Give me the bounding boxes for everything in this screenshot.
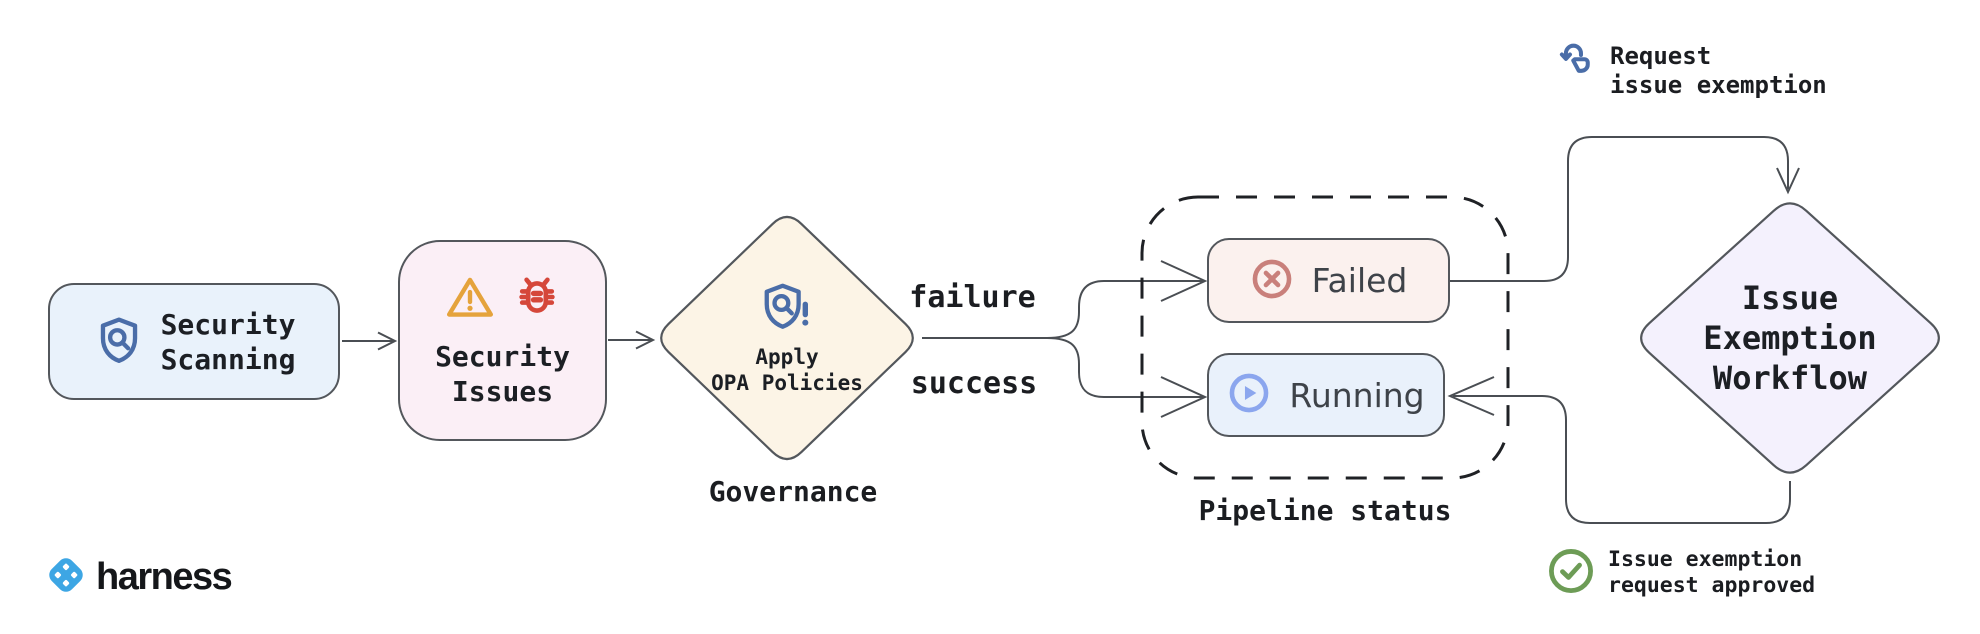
node-failed: Failed [1207, 238, 1450, 323]
node-security-scanning: Security Scanning [48, 283, 340, 400]
node-apply-opa: Apply OPA Policies [667, 238, 907, 438]
bug-icon [513, 273, 561, 325]
node-issue-exemption-workflow: Issue Exemption Workflow [1655, 255, 1925, 421]
arrowhead-scanning-to-issues [377, 331, 398, 351]
pipeline-status-caption: Pipeline status [1198, 494, 1452, 527]
node-exemption-workflow-diamond [1640, 202, 1940, 474]
node-failed-label: Failed [1311, 261, 1408, 300]
pipeline-status-group-border [1140, 195, 1510, 480]
node-security-issues: Security Issues [398, 240, 607, 441]
edge-failure-branch [1046, 280, 1203, 339]
node-security-scanning-label: Security Scanning [160, 307, 296, 376]
governance-caption: Governance [708, 475, 878, 508]
request-exemption-note: Request issue exemption [1552, 40, 1827, 100]
node-running-label: Running [1289, 375, 1425, 415]
exemption-approved-text: Issue exemption request approved [1608, 547, 1816, 598]
edge-workflow-to-running [1453, 395, 1791, 524]
security-issues-icons [445, 273, 561, 325]
circle-x-icon [1250, 257, 1294, 305]
harness-brand: harness [44, 553, 233, 601]
request-exemption-text: Request issue exemption [1610, 42, 1827, 99]
edge-failed-to-workflow [1450, 136, 1789, 282]
shield-search-icon [93, 314, 145, 370]
edge-success-branch [1046, 337, 1203, 398]
tap-click-icon [1552, 40, 1596, 88]
exemption-approved-note: Issue exemption request approved [1546, 546, 1815, 600]
node-running: Running [1207, 353, 1445, 437]
circle-check-icon [1546, 546, 1596, 600]
warning-triangle-icon [445, 274, 495, 324]
arrowhead-workflow-to-running [1447, 376, 1495, 416]
node-security-issues-label: Security Issues [435, 339, 570, 408]
arrowhead-issues-to-opa [635, 330, 656, 350]
arrowhead-failure [1160, 260, 1208, 302]
node-apply-opa-label: Apply OPA Policies [711, 345, 863, 395]
edge-label-failure: failure [909, 280, 1036, 315]
arrowhead-success [1160, 376, 1208, 418]
node-apply-opa-diamond [660, 215, 914, 461]
shield-alert-icon [759, 280, 815, 336]
harness-logo-text: harness [96, 555, 233, 598]
harness-logo-icon [44, 553, 88, 601]
circle-play-icon [1227, 371, 1271, 419]
node-issue-exemption-workflow-label: Issue Exemption Workflow [1703, 279, 1877, 397]
edge-label-success: success [910, 366, 1038, 401]
arrowhead-failed-to-workflow [1776, 167, 1800, 195]
